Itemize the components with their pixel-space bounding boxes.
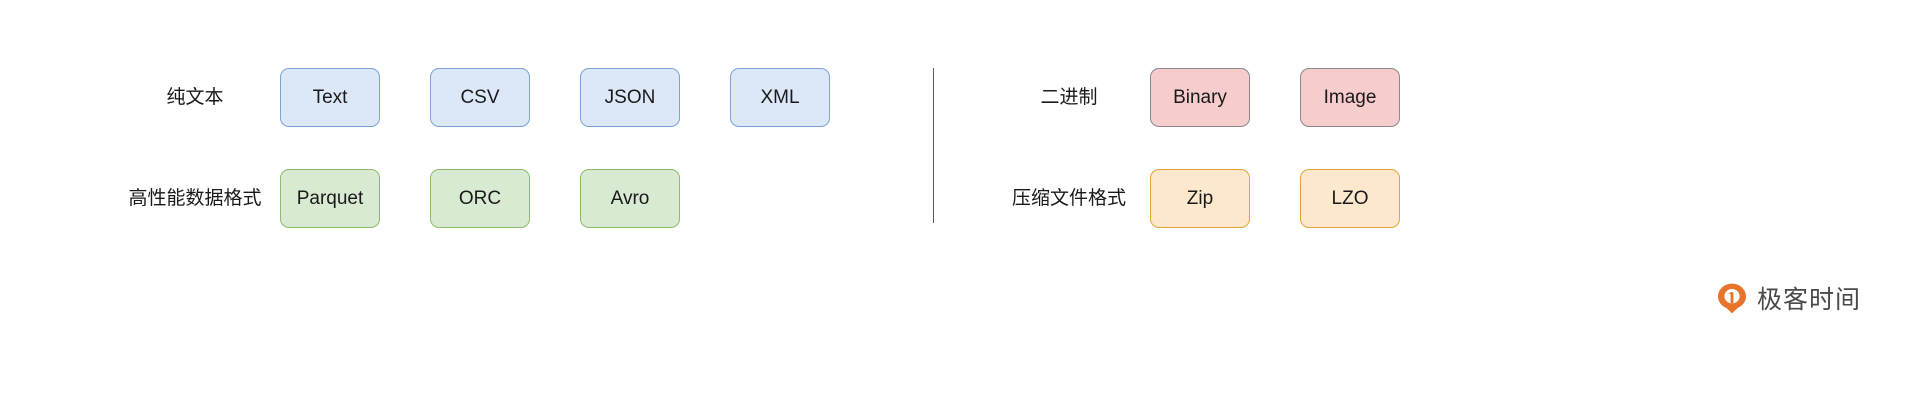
node-orc[interactable]: ORC bbox=[430, 169, 530, 228]
geektime-logo-icon bbox=[1716, 282, 1748, 314]
group-plain-text: 纯文本 Text CSV JSON XML bbox=[110, 68, 830, 127]
group-compressed-file-format: 压缩文件格式 Zip LZO bbox=[988, 169, 1400, 228]
node-lzo[interactable]: LZO bbox=[1300, 169, 1400, 228]
node-parquet[interactable]: Parquet bbox=[280, 169, 380, 228]
node-image[interactable]: Image bbox=[1300, 68, 1400, 127]
group-high-performance-data-format: 高性能数据格式 Parquet ORC Avro bbox=[110, 169, 680, 228]
node-list-plain-text: Text CSV JSON XML bbox=[280, 68, 830, 127]
node-binary[interactable]: Binary bbox=[1150, 68, 1250, 127]
watermark-text: 极客时间 bbox=[1757, 286, 1862, 314]
node-avro[interactable]: Avro bbox=[580, 169, 680, 228]
group-binary: 二进制 Binary Image bbox=[988, 68, 1400, 127]
node-json[interactable]: JSON bbox=[580, 68, 680, 127]
node-list-high-performance-data-format: Parquet ORC Avro bbox=[280, 169, 680, 228]
group-label-high-performance-data-format: 高性能数据格式 bbox=[128, 188, 262, 209]
watermark: 极客时间 bbox=[1716, 280, 1861, 316]
vertical-divider bbox=[933, 68, 934, 223]
node-list-compressed-file-format: Zip LZO bbox=[1150, 169, 1400, 228]
node-list-binary: Binary Image bbox=[1150, 68, 1400, 127]
node-text[interactable]: Text bbox=[280, 68, 380, 127]
node-xml[interactable]: XML bbox=[730, 68, 830, 127]
group-label-plain-text: 纯文本 bbox=[166, 87, 224, 108]
group-label-binary: 二进制 bbox=[1040, 87, 1098, 108]
node-zip[interactable]: Zip bbox=[1150, 169, 1250, 228]
node-csv[interactable]: CSV bbox=[430, 68, 530, 127]
group-label-compressed-file-format: 压缩文件格式 bbox=[1011, 188, 1126, 209]
